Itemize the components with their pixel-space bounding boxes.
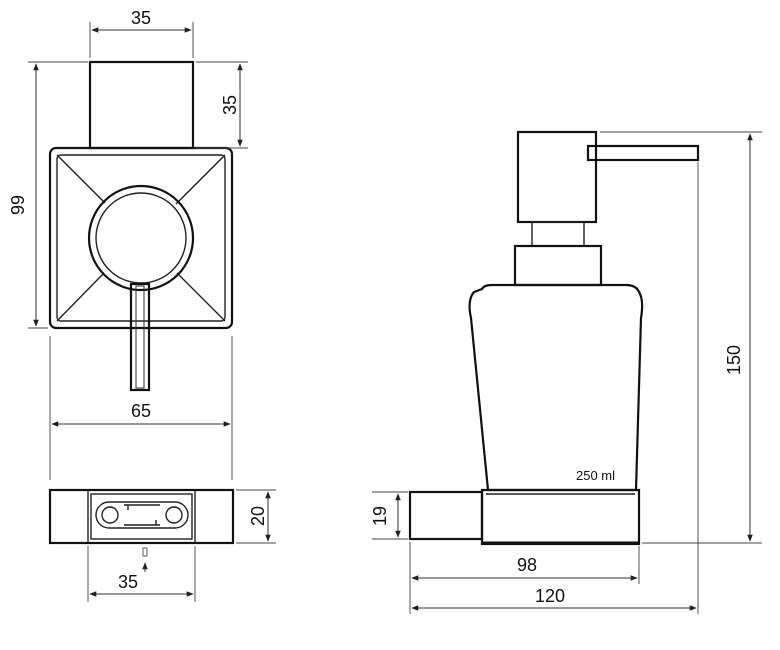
dim-mount-height: 19 <box>370 491 408 540</box>
front-view <box>48 60 234 392</box>
side-view: 250 ml <box>408 130 700 546</box>
dim-top-width: 35 <box>89 8 194 58</box>
base-top-view <box>48 488 235 572</box>
plate-diagonals <box>56 154 226 322</box>
pump-head <box>516 130 598 224</box>
capacity-label: 250 ml <box>576 468 615 483</box>
top-block <box>88 60 195 150</box>
mount-boss-inner <box>95 192 187 284</box>
stem <box>129 282 151 392</box>
dim-total-width: 120 <box>411 162 699 614</box>
bottle-body <box>468 283 644 492</box>
dim-base-center: 35 <box>87 546 196 602</box>
wall-plate-inner <box>56 154 226 322</box>
dim-bottle-width-label: 98 <box>517 555 537 575</box>
dim-total-height: 150 <box>600 131 762 544</box>
dim-base-depth: 20 <box>236 489 276 544</box>
holder-cup <box>480 488 641 546</box>
dim-base-depth-label: 20 <box>248 506 268 526</box>
screw-marker <box>142 547 148 557</box>
dim-total-width-label: 120 <box>535 586 565 606</box>
dim-mount-height-label: 19 <box>370 506 390 526</box>
dim-plate-height: 99 <box>8 61 88 329</box>
mount-boss <box>87 184 195 292</box>
mount-arm <box>408 490 484 541</box>
mounting-slot <box>95 501 189 529</box>
dim-bottle-width: 98 <box>409 542 640 614</box>
pump-spout <box>586 144 700 162</box>
pump-neck <box>531 221 585 247</box>
dim-top-width-label: 35 <box>131 8 151 28</box>
base-outline <box>48 488 235 545</box>
dim-plate-height-label: 99 <box>8 195 28 215</box>
dim-base-center-label: 35 <box>118 572 138 592</box>
dim-top-height-label: 35 <box>220 95 240 115</box>
wall-plate <box>48 146 234 330</box>
dim-plate-width-label: 65 <box>131 401 151 421</box>
dim-top-height: 35 <box>196 61 248 149</box>
dim-plate-width: 65 <box>49 336 233 480</box>
dim-total-height-label: 150 <box>724 345 744 375</box>
bottle-collar <box>513 244 603 287</box>
